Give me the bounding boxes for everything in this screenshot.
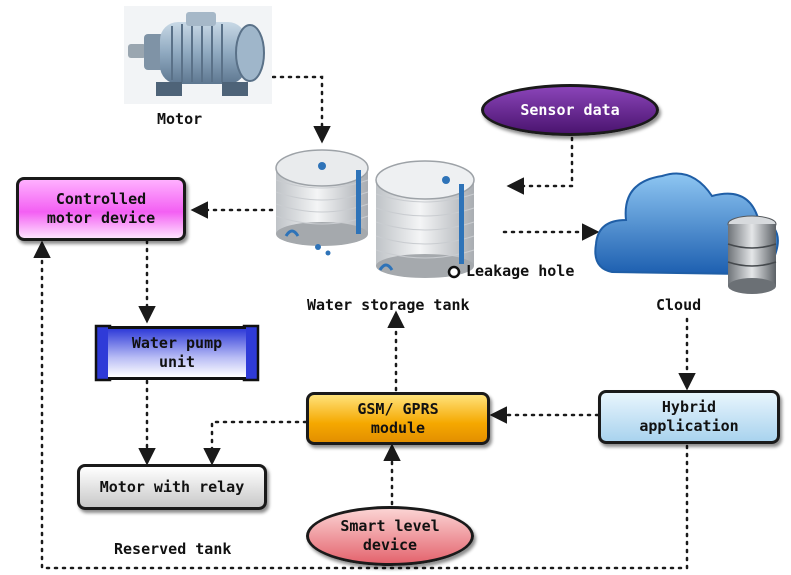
water-storage-tank-label: Water storage tank (307, 296, 470, 314)
hybrid-application: Hybrid application (598, 390, 780, 444)
motor-icon (124, 6, 272, 104)
sensor-data: Sensor data (481, 84, 659, 136)
arrow-gsm-to-relay (203, 420, 308, 466)
arrow-hybrid-to-controlled-loop (33, 240, 689, 570)
water-pump-unit-frame (94, 324, 260, 382)
arrow-sensor-to-tank (506, 136, 574, 195)
cloud-label: Cloud (656, 296, 702, 314)
leakage-hole-marker (447, 265, 461, 279)
arrow-motor-to-tank (271, 75, 331, 144)
leakage-hole-label: Leakage hole (466, 262, 575, 280)
motor-with-relay: Motor with relay (77, 464, 267, 510)
water-tank-icon (275, 149, 475, 279)
controlled-motor-device: Controlled motor device (16, 177, 186, 241)
cloud-database-icon (594, 172, 779, 294)
gsm-gprs-module: GSM/ GPRS module (306, 392, 490, 445)
reserved-tank-label: Reserved tank (114, 540, 232, 558)
water-pump-unit: Water pump unit (108, 326, 246, 380)
motor-label: Motor (157, 110, 203, 128)
smart-level-device: Smart level device (306, 506, 474, 566)
